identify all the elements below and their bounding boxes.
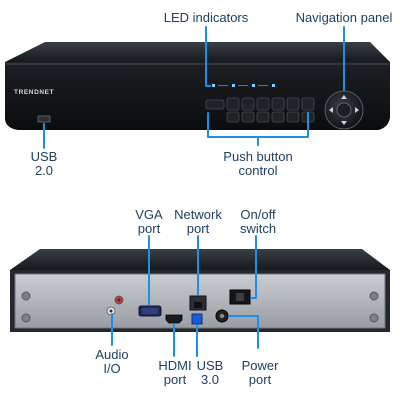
hdmi-port-label-line1: HDMI — [158, 358, 192, 373]
audio-io-label-line1: Audio — [95, 347, 129, 362]
usb-2-port — [37, 115, 51, 123]
vga-port — [138, 305, 162, 317]
navigation-panel-label: Navigation panel — [295, 10, 393, 25]
usb-3-label-line1: USB — [196, 358, 224, 373]
hdmi-port-label: HDMI port — [155, 359, 195, 387]
callout-lines — [43, 26, 345, 357]
push-button-label-line2: control — [238, 163, 278, 178]
on-off-switch-label-line2: switch — [239, 221, 277, 236]
network-port-label: Network port — [172, 208, 224, 236]
usb-3-label: USB 3.0 — [194, 359, 226, 387]
vga-port-label-line2: port — [137, 221, 161, 236]
network-port-label-line1: Network — [174, 207, 222, 222]
front-view: TRENDNET — [5, 42, 390, 130]
push-button-row — [205, 97, 315, 123]
callout-line-power — [228, 315, 259, 349]
usb-3-label-line2: 3.0 — [200, 372, 220, 387]
usb-2-label-line2: 2.0 — [34, 163, 54, 178]
navigation-dial — [324, 90, 364, 130]
vga-port-label-line1: VGA — [135, 207, 163, 222]
power-port-label-line1: Power — [241, 358, 279, 373]
audio-io-label-line2: I/O — [103, 361, 121, 376]
front-brand-logo: TRENDNET — [14, 89, 54, 96]
on-off-switch-label-line1: On/off — [240, 207, 276, 222]
network-port — [189, 295, 207, 311]
usb-2-label-line1: USB — [30, 149, 58, 164]
front-top-surface — [5, 42, 390, 62]
network-port-label-line2: port — [186, 221, 210, 236]
led-indicator-strip — [212, 84, 275, 87]
power-port-label-line2: port — [248, 372, 272, 387]
vga-port-label: VGA port — [127, 208, 171, 236]
push-button-label-line1: Push button — [223, 149, 293, 164]
power-switch — [229, 289, 251, 305]
callout-line-onoff — [250, 235, 257, 299]
led-indicators-label: LED indicators — [163, 10, 249, 25]
back-view — [10, 249, 390, 332]
audio-io-label: Audio I/O — [92, 348, 132, 376]
back-top-surface — [10, 249, 390, 270]
hdmi-port-label-line2: port — [163, 372, 187, 387]
push-button-label: Push button control — [218, 150, 298, 178]
hdmi-port — [165, 314, 183, 324]
usb-2-label: USB 2.0 — [24, 150, 64, 178]
power-port-label: Power port — [236, 359, 284, 387]
power-port — [215, 309, 229, 323]
usb-3-port — [191, 313, 203, 325]
on-off-switch-label: On/off switch — [234, 208, 282, 236]
audio-jacks — [106, 295, 124, 316]
callout-line-led — [205, 26, 211, 87]
